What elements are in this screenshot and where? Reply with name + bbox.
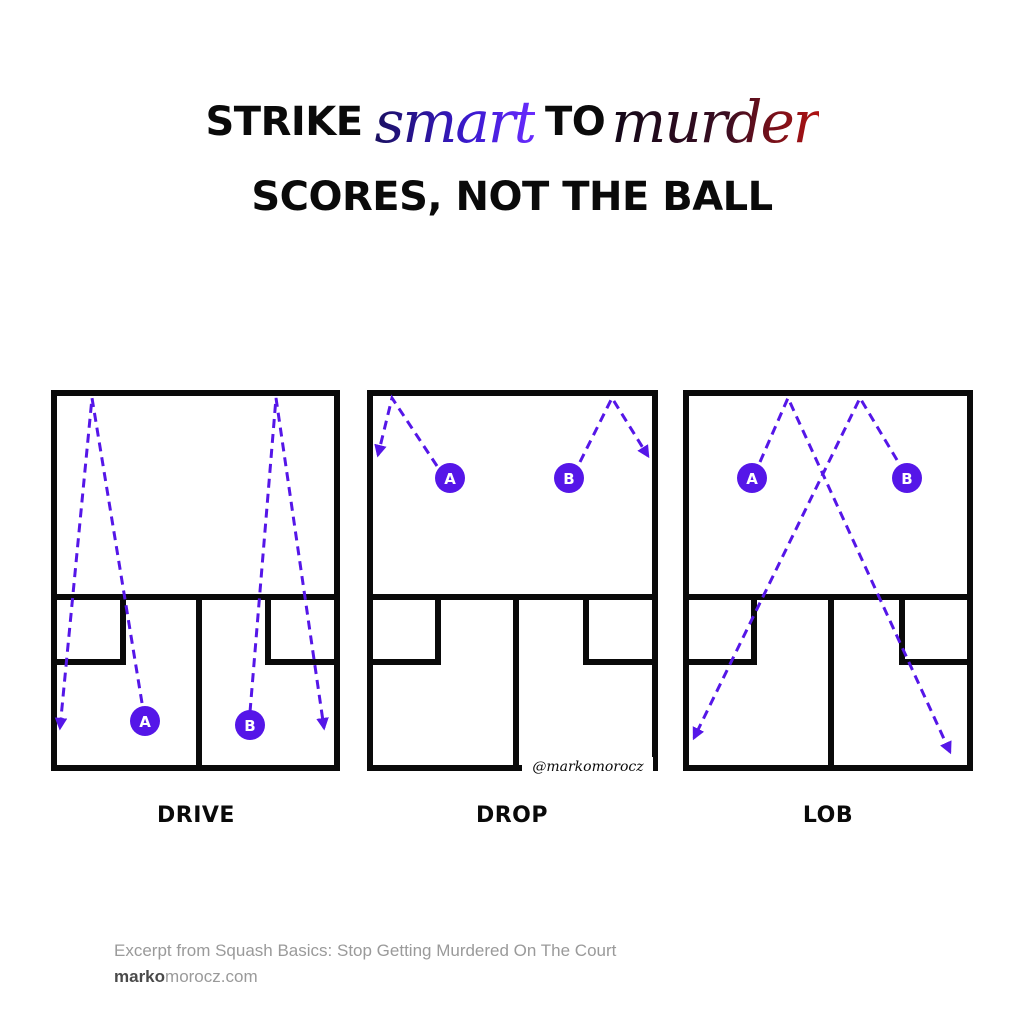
- marker-lob-a-label: A: [746, 470, 758, 488]
- marker-lob-b: B: [892, 463, 922, 493]
- marker-drive-a: A: [130, 706, 160, 736]
- footer-site: markomorocz.com: [114, 967, 258, 987]
- marker-drive-a-label: A: [139, 713, 151, 731]
- court-lob-lines: [683, 390, 973, 771]
- drop-shot-b: [578, 394, 650, 463]
- court-drive-right-service-box: [265, 597, 337, 665]
- marker-drive-b: B: [235, 710, 265, 740]
- court-drive-shots: [54, 397, 329, 731]
- drive-shot-a: [54, 397, 144, 731]
- lob-shot-a: [758, 394, 952, 755]
- caption-drop: DROP: [475, 803, 549, 828]
- title-strike: STRIKE: [205, 99, 363, 145]
- title-smart: smart: [374, 88, 537, 156]
- footer-excerpt: Excerpt from Squash Basics: Stop Getting…: [114, 941, 617, 960]
- court-drive-outline: [51, 390, 340, 771]
- court-lob-left-service-box: [686, 597, 757, 665]
- court-drive: [51, 390, 340, 771]
- marker-drop-b: B: [554, 463, 584, 493]
- drive-shot-b: [248, 397, 329, 731]
- marker-drop-b-label: B: [563, 470, 574, 488]
- marker-lob-b-label: B: [901, 470, 912, 488]
- title-line-2: SCORES, NOT THE BALL: [251, 174, 773, 220]
- watermark-handle: @markomorocz: [532, 759, 644, 775]
- court-drop-left-service-box: [370, 597, 441, 665]
- court-drop-lines: [367, 390, 658, 771]
- court-drop-outline: [367, 390, 658, 771]
- watermark-background: [522, 757, 653, 775]
- marker-drive-a-circle: [130, 706, 160, 736]
- caption-drive: DRIVE: [157, 803, 235, 828]
- marker-lob-b-circle: [892, 463, 922, 493]
- title-murder: murder: [611, 88, 820, 156]
- court-lob-right-service-box: [899, 597, 970, 665]
- title-to: TO: [544, 99, 606, 145]
- marker-drop-a-label: A: [444, 470, 456, 488]
- court-drive-lines: [51, 390, 340, 771]
- footer-site-rest: morocz.com: [165, 967, 258, 986]
- footer-site-bold: marko: [114, 967, 166, 986]
- marker-drive-b-circle: [235, 710, 265, 740]
- court-drop-right-service-box: [583, 597, 655, 665]
- court-drop-shots: [374, 394, 650, 467]
- caption-lob: LOB: [802, 803, 854, 828]
- marker-drive-b-label: B: [244, 717, 255, 735]
- court-drop: [367, 390, 658, 771]
- drop-shot-a: [374, 394, 439, 467]
- marker-lob-a: A: [737, 463, 767, 493]
- court-lob: [683, 390, 973, 771]
- marker-drop-a-circle: [435, 463, 465, 493]
- marker-drop-a: A: [435, 463, 465, 493]
- court-lob-shots: [692, 394, 952, 755]
- court-drive-left-service-box: [54, 597, 126, 665]
- marker-drop-b-circle: [554, 463, 584, 493]
- marker-lob-a-circle: [737, 463, 767, 493]
